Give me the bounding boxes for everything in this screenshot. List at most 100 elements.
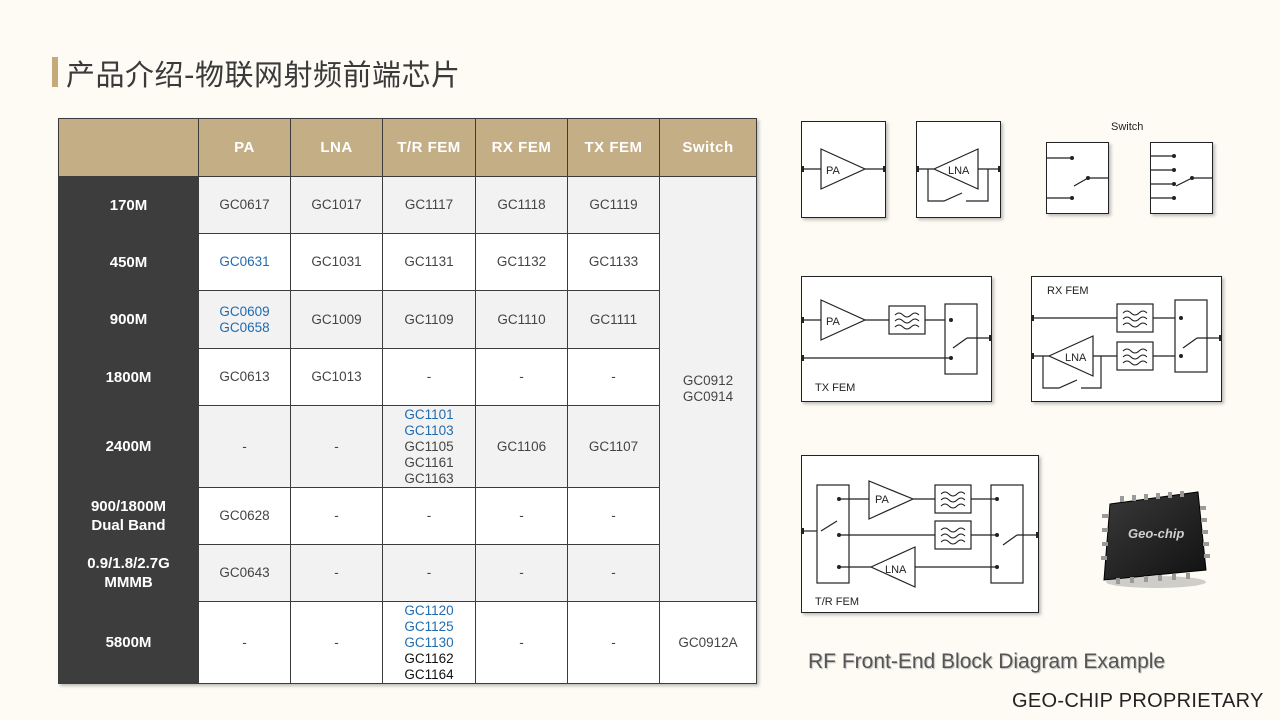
product-matrix-table: PA LNA T/R FEM RX FEM TX FEM Switch 170M… bbox=[58, 118, 757, 684]
part-cell: GC1009 bbox=[290, 290, 383, 349]
band-label-line: 900M bbox=[109, 311, 148, 328]
part-cell: GC0631 bbox=[198, 233, 291, 291]
header-pa: PA bbox=[198, 118, 291, 177]
part-number: - bbox=[426, 369, 432, 384]
table-row: 1800M GC0613 GC1013 - - - bbox=[58, 348, 757, 406]
part-cell: GC1119 bbox=[567, 176, 660, 234]
part-number-link[interactable]: GC1103 bbox=[404, 422, 454, 438]
part-cell: - bbox=[198, 601, 291, 684]
part-cell: - bbox=[475, 601, 568, 684]
part-cell: GC1118 bbox=[475, 176, 568, 234]
part-number-link[interactable]: GC1130 bbox=[404, 634, 454, 650]
part-number: - bbox=[611, 508, 616, 523]
part-cell: - bbox=[567, 601, 660, 684]
part-cell: GC1133 bbox=[567, 233, 660, 291]
sp4t-switch-diagram bbox=[1150, 142, 1213, 214]
band-label-line: 0.9/1.8/2.7G bbox=[87, 555, 170, 572]
part-cell: - bbox=[567, 487, 660, 545]
switch-5800-cell: GC0912A bbox=[659, 601, 757, 684]
part-number: GC1119 bbox=[589, 197, 638, 212]
band-label: 170M bbox=[58, 176, 199, 234]
part-number: GC0912A bbox=[678, 634, 738, 650]
part-number: GC1117 bbox=[404, 197, 454, 212]
part-number: GC1161 bbox=[404, 454, 454, 470]
band-label: 1800M bbox=[58, 348, 199, 406]
part-cell: - bbox=[290, 601, 383, 684]
part-number: GC1118 bbox=[497, 197, 546, 212]
table-header-row: PA LNA T/R FEM RX FEM TX FEM Switch bbox=[58, 118, 757, 177]
part-number: GC1106 bbox=[496, 438, 547, 454]
page-title: 产品介绍-物联网射频前端芯片 bbox=[66, 58, 461, 92]
tr-fem-lna-label: LNA bbox=[885, 564, 907, 576]
part-number: GC0643 bbox=[219, 565, 270, 580]
part-number: - bbox=[611, 565, 616, 580]
part-cell: GC1110 bbox=[475, 290, 568, 349]
part-number: - bbox=[426, 565, 432, 580]
part-cell: - bbox=[382, 348, 476, 406]
part-cell: GC1131 bbox=[382, 233, 476, 291]
rx-fem-diagram: RX FEM LNA bbox=[1031, 276, 1222, 402]
part-cell: GC0617 bbox=[198, 176, 291, 234]
diagram-caption: RF Front-End Block Diagram Example bbox=[808, 650, 1166, 673]
part-number-link[interactable]: GC0658 bbox=[219, 319, 270, 335]
part-cell: GC0613 bbox=[198, 348, 291, 406]
part-number: - bbox=[611, 634, 616, 650]
part-cell: - bbox=[475, 348, 568, 406]
tx-fem-label: TX FEM bbox=[815, 382, 855, 394]
part-number: GC1009 bbox=[311, 311, 362, 327]
part-number: GC1163 bbox=[404, 470, 454, 486]
part-number-link[interactable]: GC1125 bbox=[404, 618, 454, 634]
chip-marking: Geo-chip bbox=[1128, 526, 1184, 541]
part-cell: GC1117 bbox=[382, 176, 476, 234]
part-number: GC1017 bbox=[311, 197, 362, 212]
part-number: GC0628 bbox=[219, 508, 270, 523]
part-cell: - bbox=[475, 544, 568, 602]
band-label-line: Dual Band bbox=[91, 517, 166, 534]
part-cell: GC1017 bbox=[290, 176, 383, 234]
part-cell: - bbox=[567, 348, 660, 406]
header-tx-fem: TX FEM bbox=[567, 118, 660, 177]
part-number: GC0617 bbox=[219, 197, 270, 212]
band-label: 900M bbox=[58, 290, 199, 349]
part-cell: GC1031 bbox=[290, 233, 383, 291]
part-number-link[interactable]: GC0609 bbox=[219, 303, 270, 319]
tx-fem-diagram: PA TX FEM bbox=[801, 276, 992, 402]
part-number: - bbox=[242, 438, 247, 454]
lna-block-diagram: LNA bbox=[916, 121, 1001, 218]
rx-fem-label: RX FEM bbox=[1047, 285, 1089, 297]
part-cell: GC1013 bbox=[290, 348, 383, 406]
part-number: - bbox=[334, 634, 339, 650]
band-label-line: 170M bbox=[109, 196, 148, 214]
part-number: - bbox=[334, 565, 339, 580]
part-number-link[interactable]: GC1120 bbox=[404, 602, 454, 618]
part-number: GC1133 bbox=[588, 254, 639, 269]
part-number: - bbox=[334, 508, 339, 523]
tr-fem-label: T/R FEM bbox=[815, 596, 859, 608]
part-number-link[interactable]: GC1101 bbox=[404, 406, 454, 422]
part-number: - bbox=[611, 369, 616, 384]
header-lna: LNA bbox=[290, 118, 383, 177]
band-label-line: 450M bbox=[109, 253, 148, 271]
part-number: GC1111 bbox=[589, 311, 638, 327]
part-number: GC0613 bbox=[219, 369, 270, 384]
part-cell: GC1109 bbox=[382, 290, 476, 349]
part-number: GC1109 bbox=[404, 311, 454, 327]
part-cell: - bbox=[290, 405, 383, 488]
header-switch: Switch bbox=[659, 118, 757, 177]
part-cell: - bbox=[290, 544, 383, 602]
part-cell: - bbox=[475, 487, 568, 545]
part-number: GC1162 bbox=[404, 650, 454, 666]
part-number-link[interactable]: GC0631 bbox=[219, 254, 270, 269]
part-number: GC1105 bbox=[404, 438, 454, 454]
part-number: GC1131 bbox=[404, 254, 454, 269]
band-label: 2400M bbox=[58, 405, 199, 488]
pa-block-diagram: PA bbox=[801, 121, 886, 218]
header-rx-fem: RX FEM bbox=[475, 118, 568, 177]
part-number: - bbox=[426, 508, 432, 523]
